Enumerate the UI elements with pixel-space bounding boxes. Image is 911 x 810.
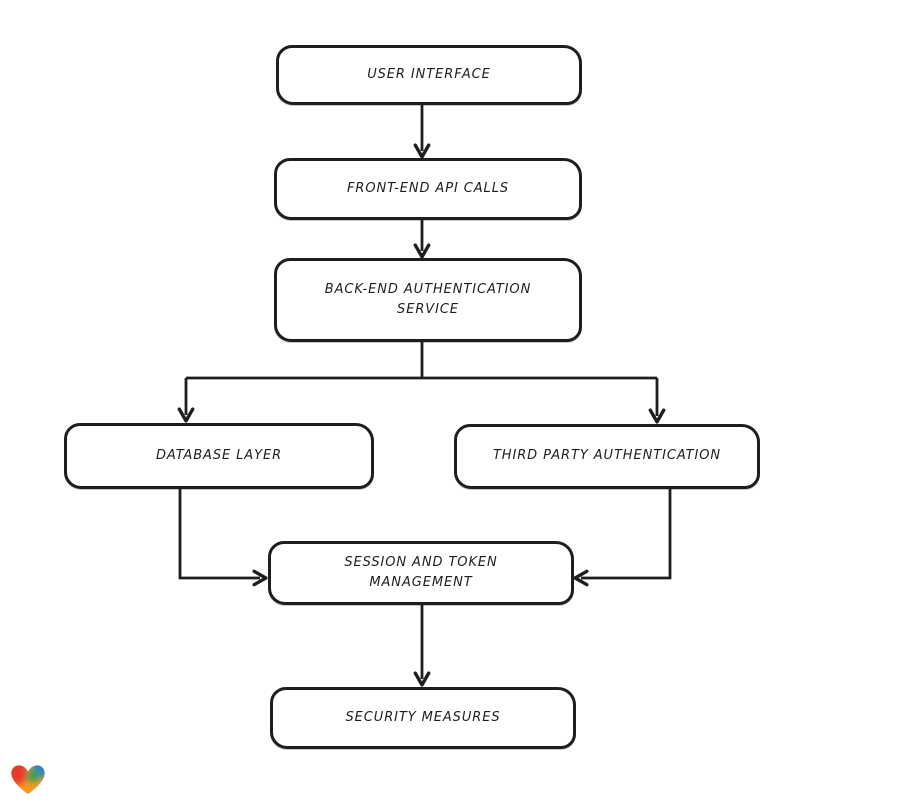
edge-database-layer-to-session-management — [178, 489, 268, 587]
node-third-party-authentication[interactable]: THIRD PARTY AUTHENTICATION — [454, 424, 760, 489]
node-front-end-api-calls-label: FRONT-END API CALLS — [346, 180, 510, 196]
node-user-interface[interactable]: USER INTERFACE — [276, 45, 582, 105]
node-front-end-api-calls[interactable]: FRONT-END API CALLS — [274, 158, 582, 220]
node-database-layer[interactable]: DATABASE LAYER — [64, 423, 374, 489]
heart-gradient-logo-icon — [10, 762, 46, 797]
edge-third-party-to-session-management — [573, 489, 672, 587]
node-back-end-authentication-service[interactable]: BACK-END AUTHENTICATION SERVICE — [274, 258, 582, 342]
node-security-measures-label: SECURITY MEASURES — [345, 709, 501, 725]
node-database-layer-label: DATABASE LAYER — [155, 447, 283, 463]
node-back-end-authentication-service-label: BACK-END AUTHENTICATION SERVICE — [324, 281, 532, 317]
node-session-and-token-management[interactable]: SESSION AND TOKEN MANAGEMENT — [268, 541, 574, 605]
node-security-measures[interactable]: SECURITY MEASURES — [270, 687, 576, 749]
node-session-and-token-management-label: SESSION AND TOKEN MANAGEMENT — [344, 554, 498, 590]
node-third-party-authentication-label: THIRD PARTY AUTHENTICATION — [492, 448, 722, 464]
edge-back-end-branch-connector — [186, 342, 657, 380]
node-user-interface-label: USER INTERFACE — [367, 66, 491, 82]
